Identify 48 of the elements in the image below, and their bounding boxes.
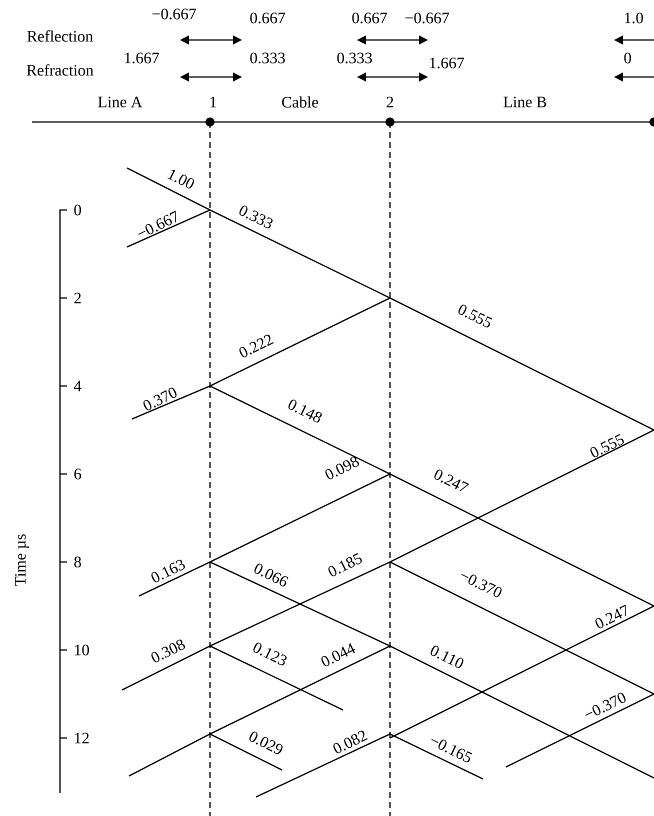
value-label: 0.247 [595,604,626,628]
tick-label: 8 [74,556,81,568]
value-label: 0.185 [328,553,362,576]
value-label: 0.123 [253,642,287,666]
value-label: 0.098 [325,456,359,480]
value-label: −0.370 [461,574,502,598]
coefficient-label: 0 [624,52,631,64]
value-label: 0.370 [143,388,177,410]
value-label: 0.555 [590,434,624,458]
coefficient-label: 0.333 [337,52,372,64]
value-label: 0.082 [333,730,368,754]
value-label: 1.00 [167,170,194,188]
line-name: Line B [504,96,546,108]
tick-label: 10 [75,644,89,656]
value-label: 0.029 [249,732,283,754]
coefficient-label: 1.667 [430,58,464,68]
line-name: Line A [98,96,142,108]
value-label: −0.165 [431,739,472,762]
value-label: 0.148 [288,400,322,422]
value-label: −0.667 [138,210,176,235]
tick-label: 2 [74,292,81,304]
value-label: 0.110 [430,646,464,668]
value-label: 0.555 [458,304,492,328]
axis-title: Time µs [15,534,29,586]
coefficient-label: 0.333 [250,52,285,64]
row-label: Refraction [26,64,94,76]
coefficient-label: −0.667 [152,8,196,20]
coefficient-label: −0.667 [405,12,450,24]
value-label: 0.066 [254,564,288,586]
coefficient-label: 1.667 [125,52,160,64]
tick-label: 0 [74,204,81,216]
junction-number: 2 [386,96,394,108]
value-label: 0.222 [239,334,274,358]
coefficient-label: 1.0 [625,12,643,24]
junction-number: 1 [210,96,216,108]
value-label: 0.163 [151,560,185,582]
line-name: Cable [282,96,318,108]
row-label: Reflection [27,30,93,42]
coefficient-label: 0.667 [352,12,388,24]
value-label: 0.044 [321,643,356,666]
value-label: 0.333 [239,206,273,228]
tick-label: 4 [74,380,82,392]
value-label: −0.370 [585,692,626,716]
tick-label: 6 [74,468,82,480]
value-label: 0.308 [151,640,185,662]
coefficient-label: 0.667 [250,12,286,24]
value-label: 0.247 [434,470,469,492]
tick-label: 12 [75,732,89,744]
